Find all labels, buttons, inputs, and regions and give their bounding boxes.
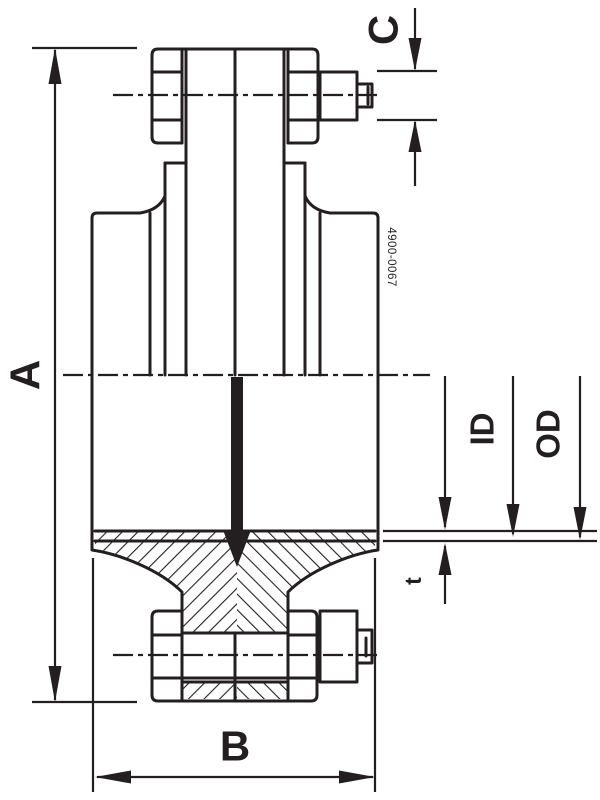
gasket-reference-extension-lines [383,529,597,543]
upper-nut-facet-lines [180,47,290,145]
flow-direction-arrow [223,377,251,567]
gasket-hatch-right [237,531,375,541]
dim-b-arrow-left [95,770,131,784]
gasket-hatch-left [95,531,237,541]
upper-flange-body [90,47,380,702]
lower-stud-tip [355,628,374,665]
hub-wall-lines [148,161,322,377]
dim-c-ticks [377,69,437,122]
dim-c-label: C [360,15,407,45]
flow-arrow-shaft [231,377,243,531]
dim-id-arrow [438,497,452,530]
dim-id-label: ID [464,413,501,446]
flange-left-profile [90,194,184,702]
dim-od-arrow-1 [506,504,520,537]
lower-stud-washer [318,609,359,684]
dim-a-arrow-down [48,666,62,702]
dim-b-label: B [220,723,250,770]
upper-stud-washer [318,70,359,122]
dim-a-arrow-up [48,48,62,84]
dimension-b: B [91,558,377,792]
lower-nut-hatch-left [182,682,237,699]
lower-bolt-assembly [150,609,374,703]
upper-stud-tip [355,82,374,109]
flange-right-profile [286,194,380,702]
section-hatch-left [95,541,237,633]
pipe-wall-lines [184,47,286,377]
dim-b-extension-lines [91,558,377,792]
dimension-c: C [360,8,437,186]
upper-nut-chamfer-lines [150,70,320,122]
section-hatch-right [237,541,375,633]
dim-t-label: t [400,577,426,585]
dim-a-label: A [2,360,49,390]
dim-od-label: OD [530,409,567,459]
dim-od-arrow-2 [573,507,587,540]
dim-t-arrow-up [438,543,452,575]
flow-arrow-head [223,530,251,567]
lower-nut-hatch-right [237,682,288,699]
dimension-a: A [2,46,137,704]
centerlines [63,93,430,657]
dimension-t: t [400,543,452,604]
dim-c-arrow-up [408,120,422,152]
upper-bolt-assembly [150,47,374,145]
dimension-id-od: ID OD [383,376,597,543]
dim-a-extension-lines [32,46,137,704]
part-number: 4900-0067 [385,227,397,287]
dim-b-arrow-right [339,770,375,784]
dim-c-arrow-down [408,38,422,71]
